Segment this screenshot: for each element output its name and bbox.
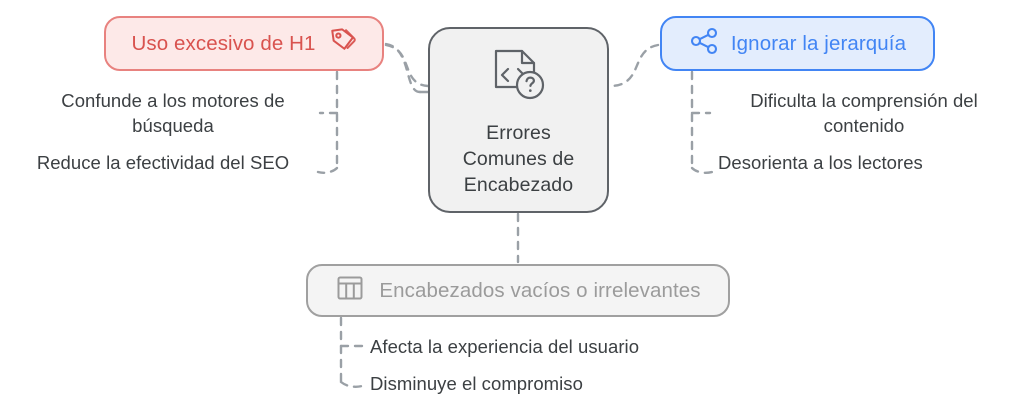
connector-bottom-leaf-2 [339, 380, 364, 388]
leaf-bottom-2: Disminuye el compromiso [370, 373, 583, 394]
branch-node-encabezados-vacios[interactable]: Encabezados vacíos o irrelevantes [306, 264, 730, 317]
table-columns-icon [335, 273, 365, 308]
document-code-question-icon [488, 47, 550, 110]
branch-node-uso-excesivo-h1[interactable]: Uso excesivo de H1 [104, 16, 384, 71]
branch-node-ignorar-la-jerarquia[interactable]: Ignorar la jerarquía [660, 16, 935, 71]
leaf-bottom-1: Afecta la experiencia del usuario [370, 336, 640, 357]
share-nodes-icon [689, 26, 719, 61]
connector-center-to-right [610, 43, 660, 88]
branch-label-encabezados-vacios: Encabezados vacíos o irrelevantes [379, 278, 701, 302]
center-title-line-2: Comunes de [462, 147, 575, 170]
leaf-right-1: Dificulta la comprensión del contenido [750, 90, 978, 136]
leaf-left-1: Confunde a los motores de búsqueda [61, 90, 285, 136]
connector-center-left-curve [384, 43, 430, 88]
connector-left-leaf-2 [316, 166, 339, 174]
connector-right-leaf-2 [690, 166, 714, 174]
branch-label-uso-excesivo-h1: Uso excesivo de H1 [131, 31, 316, 55]
center-title-line-3: Encabezado [463, 173, 574, 196]
center-node-title: Errores Comunes de Encabezado [463, 120, 575, 198]
center-title-line-1: Errores [486, 121, 551, 144]
tag-icon [326, 26, 357, 62]
connector-center-to-left [384, 42, 422, 94]
leaf-right-2: Desorienta a los lectores [718, 152, 923, 173]
branch-label-ignorar-la-jerarquia: Ignorar la jerarquía [730, 31, 907, 55]
center-node[interactable]: Errores Comunes de Encabezado [428, 27, 609, 213]
leaf-left-2: Reduce la efectividad del SEO [36, 152, 290, 173]
